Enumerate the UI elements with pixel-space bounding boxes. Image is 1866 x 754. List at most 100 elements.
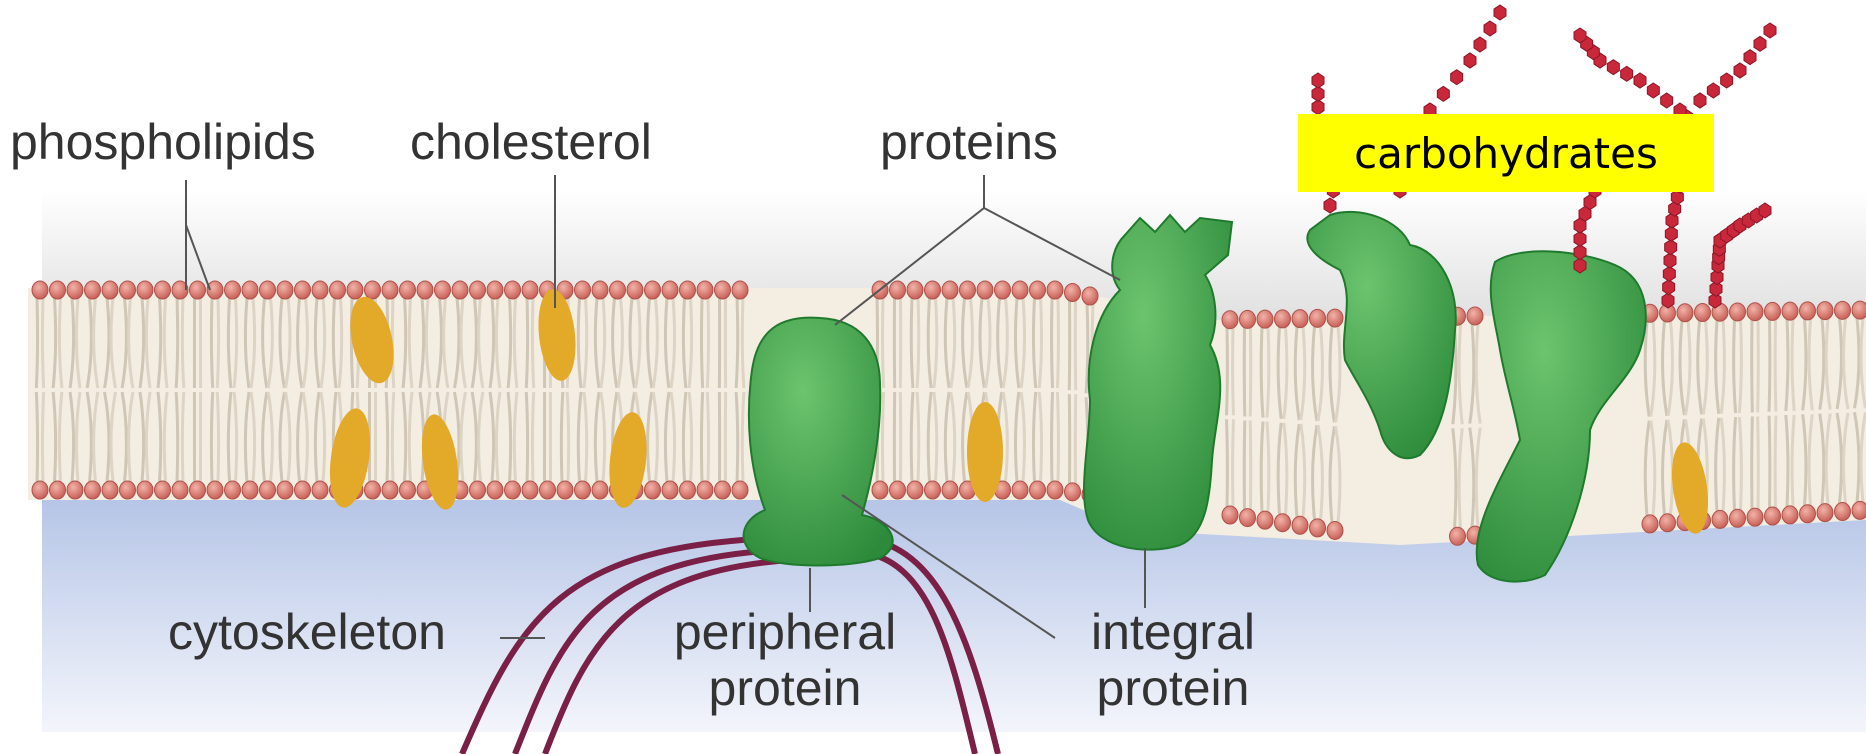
phospholipid-head — [1765, 507, 1781, 525]
phospholipid-head — [242, 481, 258, 499]
phospholipid-head — [662, 481, 678, 499]
phospholipid-head — [50, 281, 66, 299]
phospholipid-head — [172, 481, 188, 499]
phospholipid-head — [715, 481, 731, 499]
lipid-tail — [217, 392, 218, 482]
lipid-tail — [701, 392, 702, 482]
phospholipid-head — [907, 281, 923, 299]
phospholipid-head — [260, 281, 276, 299]
phospholipid-head — [557, 481, 573, 499]
phospholipid-head — [1082, 287, 1098, 305]
phospholipid-head — [1065, 483, 1081, 501]
phospholipid-head — [1030, 281, 1046, 299]
phospholipid-head — [1765, 302, 1781, 320]
phospholipid-head — [1450, 527, 1466, 545]
phospholipid-head — [890, 481, 906, 499]
lipid-tail — [1775, 416, 1776, 508]
phospholipid-head — [120, 481, 136, 499]
phospholipid-head — [190, 481, 206, 499]
sugar-unit — [1721, 73, 1733, 88]
cholesterol-label: cholesterol — [410, 114, 652, 170]
sugar-unit — [1621, 66, 1633, 81]
sugar-unit — [1661, 93, 1673, 108]
phospholipid-head — [85, 281, 101, 299]
lipid-tail — [42, 392, 43, 482]
phospholipid-head — [1800, 302, 1816, 320]
phospholipid-head — [1782, 506, 1798, 524]
phospholipid-head — [1817, 302, 1833, 320]
phospholipid-head — [1275, 310, 1291, 328]
sugar-unit — [1665, 240, 1677, 255]
lipid-tail — [1250, 327, 1251, 416]
phospholipid-head — [680, 481, 696, 499]
carbohydrates-highlight-box: carbohydrates — [1298, 114, 1714, 192]
phospholipid-head — [925, 281, 941, 299]
phospholipid-head — [295, 281, 311, 299]
sugar-unit — [1647, 83, 1659, 98]
phospholipid-head — [575, 281, 591, 299]
phospholipid-head — [1852, 301, 1866, 319]
integral-protein-label: integral protein — [1078, 604, 1268, 716]
lipid-tail — [707, 298, 708, 388]
phospholipid-head — [225, 281, 241, 299]
sugar-unit — [1664, 253, 1676, 268]
cholesterol-molecule — [967, 402, 1003, 502]
phospholipid-head — [190, 281, 206, 299]
phospholipid-head — [312, 481, 328, 499]
lipid-tail — [182, 392, 183, 482]
lipid-tail — [707, 392, 708, 482]
lipid-tail — [1769, 319, 1770, 411]
phospholipid-head — [1835, 301, 1851, 319]
phospholipid-head — [102, 481, 118, 499]
lipid-tail — [736, 392, 738, 482]
sugar-unit — [1764, 23, 1776, 38]
lipid-tail — [526, 392, 527, 482]
phospholipid-head — [487, 281, 503, 299]
sugar-unit — [1437, 86, 1449, 101]
sugar-unit — [1574, 28, 1586, 43]
peripheral-protein-label-line1: peripheral — [660, 604, 910, 660]
phospholipid-head — [1327, 309, 1343, 327]
lipid-tail — [1244, 327, 1245, 416]
phospholipid-head — [260, 481, 276, 499]
peripheral-protein-label: peripheral protein — [660, 604, 910, 716]
phospholipid-head — [1275, 514, 1291, 532]
sugar-unit — [1464, 53, 1476, 68]
lipid-tail — [1086, 304, 1088, 393]
phospholipid-head — [452, 281, 468, 299]
lipid-tail — [1226, 328, 1227, 416]
phospholipid-head — [575, 481, 591, 499]
phospholipid-head — [1240, 310, 1256, 328]
sugar-unit — [1663, 280, 1675, 295]
phospholipid-head — [67, 481, 83, 499]
phospholipid-head — [977, 281, 993, 299]
phospholipid-head — [32, 481, 48, 499]
phospholipid-head — [592, 281, 608, 299]
proteins-label: proteins — [880, 114, 1058, 170]
phospholipid-head — [417, 281, 433, 299]
sugar-unit — [1759, 203, 1771, 218]
lipid-tail — [736, 298, 738, 388]
lipid-tail — [36, 392, 37, 482]
phospholipid-head — [1835, 503, 1851, 521]
sugar-unit — [1665, 226, 1677, 241]
phospholipid-head — [137, 481, 153, 499]
phospholipid-head — [995, 281, 1011, 299]
peripheral-protein-label-line2: protein — [660, 660, 910, 716]
phospholipid-head — [312, 281, 328, 299]
phospholipid-head — [522, 481, 538, 499]
phospholipid-head — [960, 281, 976, 299]
carbohydrates-label: carbohydrates — [1354, 129, 1658, 178]
lipid-tail — [883, 392, 884, 482]
peripheral-protein — [744, 318, 893, 566]
phospholipid-head — [225, 481, 241, 499]
lipid-tail — [567, 392, 569, 482]
phospholipid-head — [1257, 310, 1273, 328]
phospholipid-head — [382, 481, 398, 499]
phospholipid-head — [1642, 515, 1658, 533]
phospholipid-head — [1800, 505, 1816, 523]
phospholipid-head — [592, 481, 608, 499]
phospholipid-head — [1065, 284, 1081, 302]
lipid-tail — [1057, 298, 1058, 388]
phospholipid-head — [67, 281, 83, 299]
